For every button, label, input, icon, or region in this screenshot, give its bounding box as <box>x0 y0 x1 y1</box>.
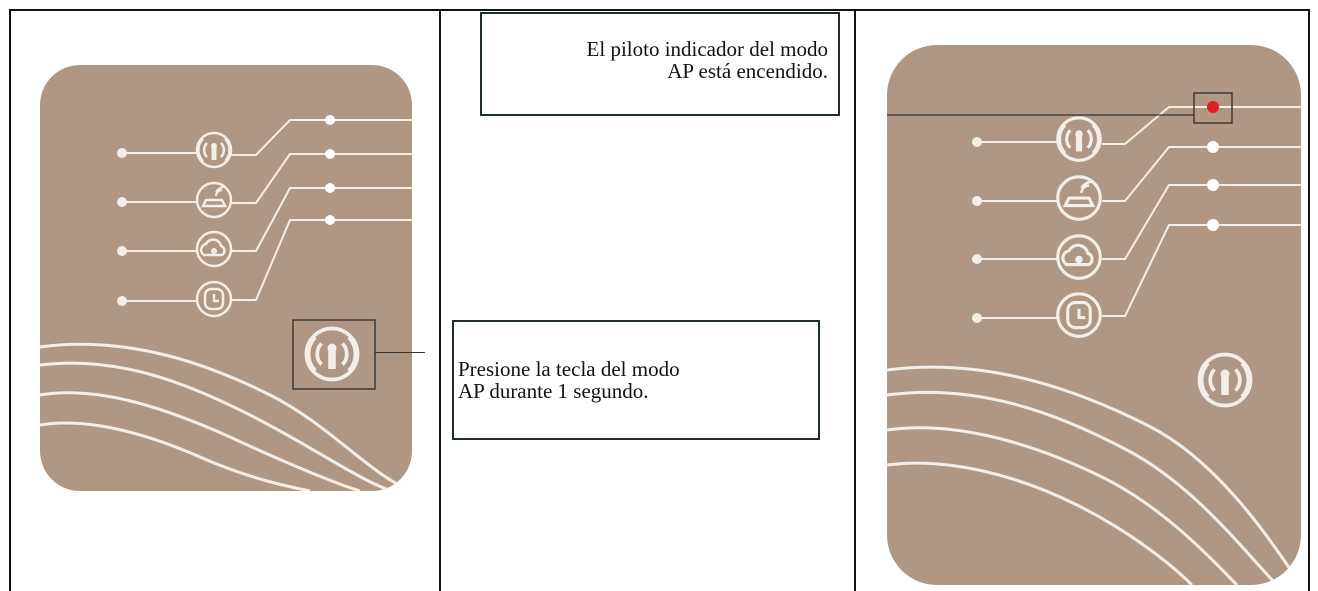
instruction-table <box>9 9 1310 591</box>
indicator-highlight-box <box>1193 92 1233 124</box>
column-divider-1 <box>439 11 441 591</box>
press-callout-line2: AP durante 1 segundo. <box>458 379 649 403</box>
indicator-callout-line1: El piloto indicador del modo <box>586 37 828 61</box>
control-panel-before <box>40 65 412 491</box>
press-callout: Presione la tecla del modo AP durante 1 … <box>452 320 820 440</box>
control-panel-after <box>887 45 1301 585</box>
ap-indicator-led <box>1207 101 1219 113</box>
indicator-callout-line2: AP está encendido. <box>667 59 828 83</box>
indicator-callout: El piloto indicador del modo AP está enc… <box>480 12 840 116</box>
left-lines <box>117 148 196 306</box>
press-connector-line <box>375 352 425 353</box>
press-callout-line1: Presione la tecla del modo <box>458 357 680 381</box>
column-divider-2 <box>854 11 856 591</box>
ap-mode-button[interactable] <box>292 319 376 390</box>
